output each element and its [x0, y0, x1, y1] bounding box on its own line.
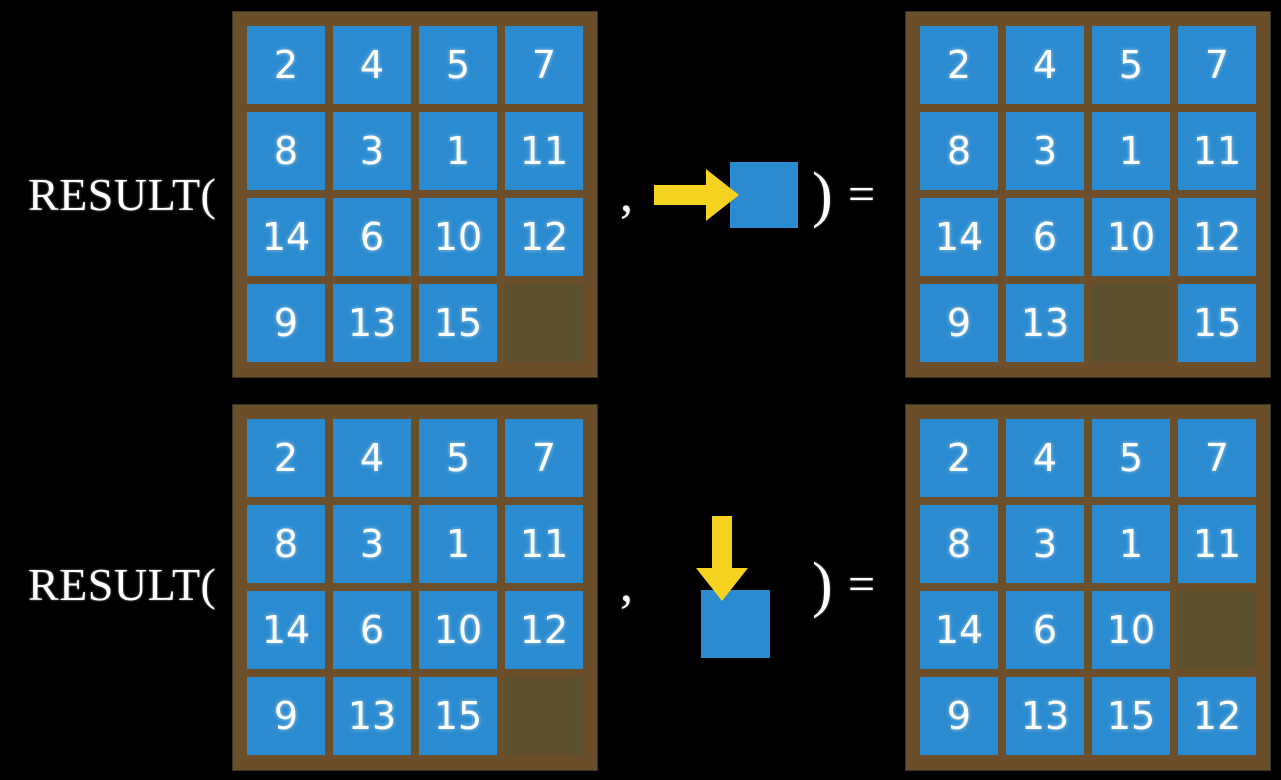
tile: 14	[247, 198, 325, 276]
tile: 3	[333, 505, 411, 583]
input-board-down-move: 2 4 5 7 8 3 1 11 14 6 10 12 9 13 15	[232, 404, 598, 771]
tile: 11	[505, 112, 583, 190]
tile: 4	[333, 419, 411, 497]
tile: 14	[247, 591, 325, 669]
board-grid: 2 4 5 7 8 3 1 11 14 6 10 12 9 13 15	[906, 12, 1270, 377]
tile: 13	[1006, 284, 1084, 362]
tile: 5	[1092, 419, 1170, 497]
tile: 7	[505, 419, 583, 497]
tile: 9	[920, 284, 998, 362]
tile: 12	[505, 591, 583, 669]
tile: 15	[1178, 284, 1256, 362]
tile: 5	[419, 419, 497, 497]
tile: 6	[1006, 198, 1084, 276]
comma-separator: ,	[620, 556, 633, 613]
tile: 2	[247, 26, 325, 104]
blank-cell	[1178, 591, 1256, 669]
tile: 12	[1178, 198, 1256, 276]
tile: 2	[920, 419, 998, 497]
blank-cell	[1092, 284, 1170, 362]
tile: 6	[333, 198, 411, 276]
tile: 1	[1092, 112, 1170, 190]
tile: 9	[920, 677, 998, 755]
tile: 9	[247, 284, 325, 362]
tile: 6	[1006, 591, 1084, 669]
tile: 13	[1006, 677, 1084, 755]
close-paren: )	[812, 551, 833, 619]
arrow-down-icon	[696, 516, 748, 601]
tile: 8	[247, 505, 325, 583]
tile: 12	[1178, 677, 1256, 755]
tile: 6	[333, 591, 411, 669]
tile: 7	[1178, 419, 1256, 497]
tile: 14	[920, 591, 998, 669]
blank-cell	[505, 677, 583, 755]
tile: 15	[419, 677, 497, 755]
tile: 9	[247, 677, 325, 755]
board-grid: 2 4 5 7 8 3 1 11 14 6 10 12 9 13 15	[233, 405, 597, 770]
blank-tile-icon	[730, 162, 798, 228]
result-function-label: RESULT(	[28, 169, 217, 220]
tile: 2	[247, 419, 325, 497]
input-board-right-move: 2 4 5 7 8 3 1 11 14 6 10 12 9 13 15	[232, 11, 598, 378]
action-arrow-down	[650, 500, 806, 670]
tile: 11	[1178, 505, 1256, 583]
close-paren: )	[812, 161, 833, 229]
tile: 15	[1092, 677, 1170, 755]
tile: 3	[333, 112, 411, 190]
board-grid: 2 4 5 7 8 3 1 11 14 6 10 12 9 13 15	[233, 12, 597, 377]
equals-sign: =	[848, 558, 876, 611]
tile: 8	[920, 112, 998, 190]
tile: 11	[505, 505, 583, 583]
tile: 10	[419, 591, 497, 669]
equals-sign: =	[848, 168, 876, 221]
tile: 4	[1006, 26, 1084, 104]
tile: 7	[1178, 26, 1256, 104]
arrow-right-icon	[654, 169, 739, 221]
equation-row-down-move: RESULT( 2 4 5 7 8 3 1 11 14 6 10 12 9 13…	[0, 390, 1281, 780]
tile: 8	[920, 505, 998, 583]
tile: 13	[333, 284, 411, 362]
tile: 10	[1092, 591, 1170, 669]
tile: 14	[920, 198, 998, 276]
tile: 8	[247, 112, 325, 190]
tile: 1	[419, 505, 497, 583]
blank-tile-icon	[701, 590, 770, 658]
equation-row-right-move: RESULT( 2 4 5 7 8 3 1 11 14 6 10 12 9 13…	[28, 11, 1271, 378]
action-arrow-right	[650, 145, 806, 245]
tile: 12	[505, 198, 583, 276]
tile: 1	[419, 112, 497, 190]
tile: 13	[333, 677, 411, 755]
output-board-right-move: 2 4 5 7 8 3 1 11 14 6 10 12 9 13 15	[905, 11, 1271, 378]
output-board-down-move: 2 4 5 7 8 3 1 11 14 6 10 9 13 15 12	[905, 404, 1271, 771]
blank-cell	[505, 284, 583, 362]
tile: 4	[333, 26, 411, 104]
tile: 11	[1178, 112, 1256, 190]
board-grid: 2 4 5 7 8 3 1 11 14 6 10 9 13 15 12	[906, 405, 1270, 770]
tile: 15	[419, 284, 497, 362]
tile: 3	[1006, 505, 1084, 583]
comma-separator: ,	[620, 166, 633, 223]
tile: 5	[1092, 26, 1170, 104]
tile: 4	[1006, 419, 1084, 497]
tile: 7	[505, 26, 583, 104]
tile: 10	[419, 198, 497, 276]
tile: 3	[1006, 112, 1084, 190]
tile: 2	[920, 26, 998, 104]
tile: 10	[1092, 198, 1170, 276]
tile: 5	[419, 26, 497, 104]
result-function-label: RESULT(	[28, 559, 217, 610]
tile: 1	[1092, 505, 1170, 583]
